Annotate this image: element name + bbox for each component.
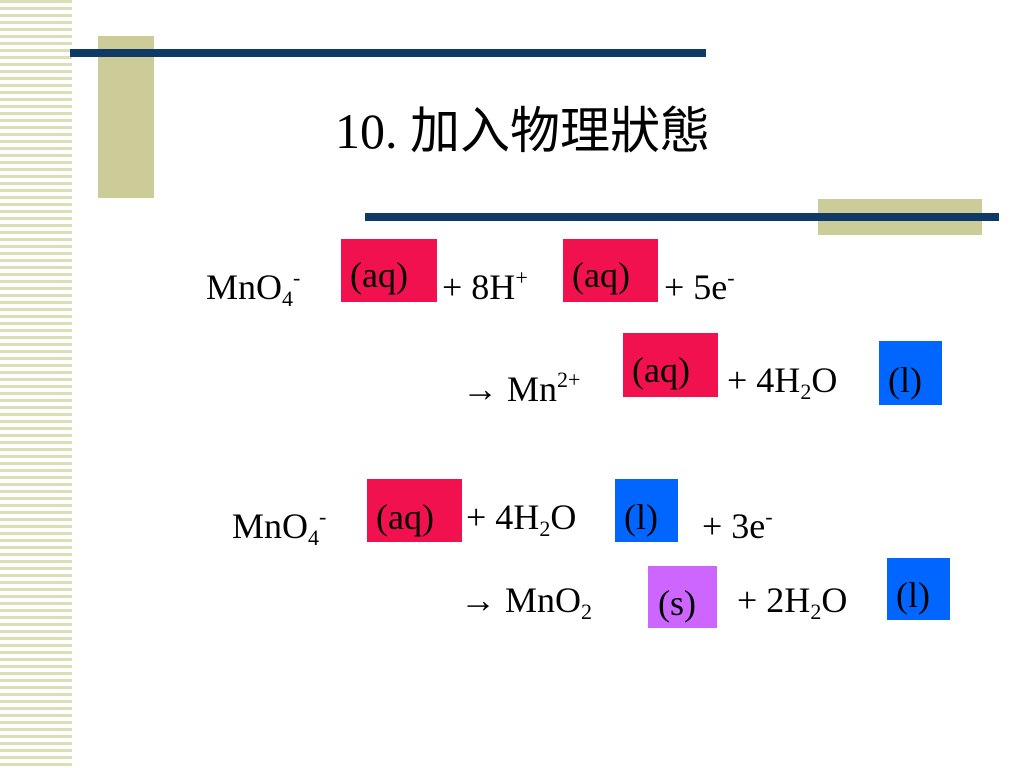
state-box-l [615,479,678,542]
eq1-state-aq-3: (aq) [632,350,690,390]
eq2-state-l-1: (l) [624,497,658,537]
eq1-reactant-hplus: + 8H+ [442,265,528,307]
eq2-state-l-2: (l) [896,575,930,615]
eq2-reactant-electrons: + 3e- [702,504,773,546]
eq1-state-l: (l) [888,360,922,400]
title-top-rule [70,49,706,57]
state-box-l [879,341,942,405]
eq2-product-mno2: → MnO2 [460,580,593,624]
eq1-product-mn2plus: → Mn2+ [462,367,581,409]
eq1-state-aq-1: (aq) [350,255,408,295]
state-box-aq [563,239,658,302]
striped-margin [0,0,72,768]
eq1-product-water: + 4H2O [727,360,838,404]
eq2-reactant-water: + 4H2O [466,497,577,541]
state-box-aq [367,479,462,542]
eq2-reactant-mno4: MnO4- [232,504,327,550]
title-bottom-rule [365,213,999,221]
title-accent-block [98,36,154,198]
state-box-l [887,558,950,620]
state-box-s [648,566,717,628]
eq1-state-aq-2: (aq) [572,255,630,295]
eq1-reactant-mno4: MnO4- [206,265,301,311]
eq2-state-aq: (aq) [376,497,434,537]
eq2-product-water: + 2H2O [737,580,848,624]
state-box-aq [341,239,437,302]
eq2-state-s: (s) [658,583,696,623]
slide-title: 10. 加入物理狀態 [335,103,710,159]
state-box-aq [623,333,718,397]
eq1-reactant-electrons: + 5e- [664,265,735,307]
